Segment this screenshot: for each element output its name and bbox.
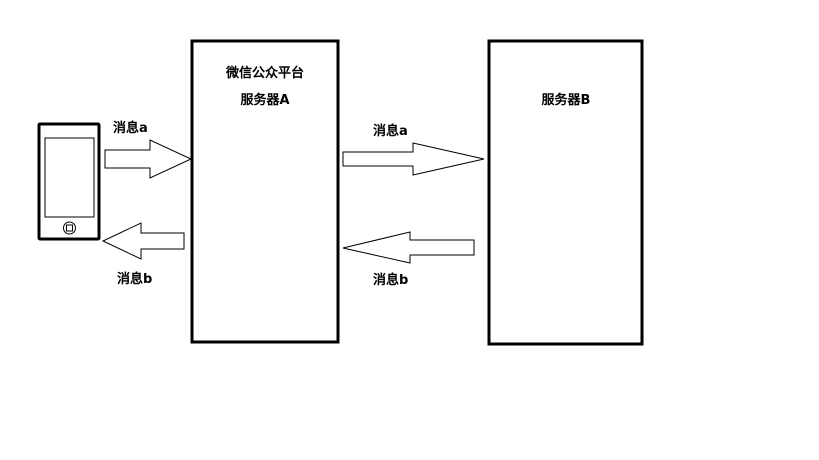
arrow-phone-to-server-a <box>104 139 193 179</box>
server-b-title: 服务器B <box>542 92 591 108</box>
label-server-b-to-server-a: 消息b <box>373 272 408 288</box>
arrow-server-b-to-server-a <box>342 231 475 264</box>
server-a-title-line2: 服务器A <box>240 92 289 108</box>
label-phone-to-server-a: 消息a <box>113 120 148 136</box>
arrow-server-a-to-server-b <box>342 142 485 176</box>
server-a-title-line1: 微信公众平台 <box>225 65 304 81</box>
label-server-a-to-server-b: 消息a <box>373 123 408 139</box>
server-b-box <box>487 39 644 346</box>
server-a-box <box>190 39 340 344</box>
smartphone-icon <box>37 122 101 241</box>
arrow-server-a-to-phone <box>101 222 185 260</box>
label-server-a-to-phone: 消息b <box>117 271 152 287</box>
